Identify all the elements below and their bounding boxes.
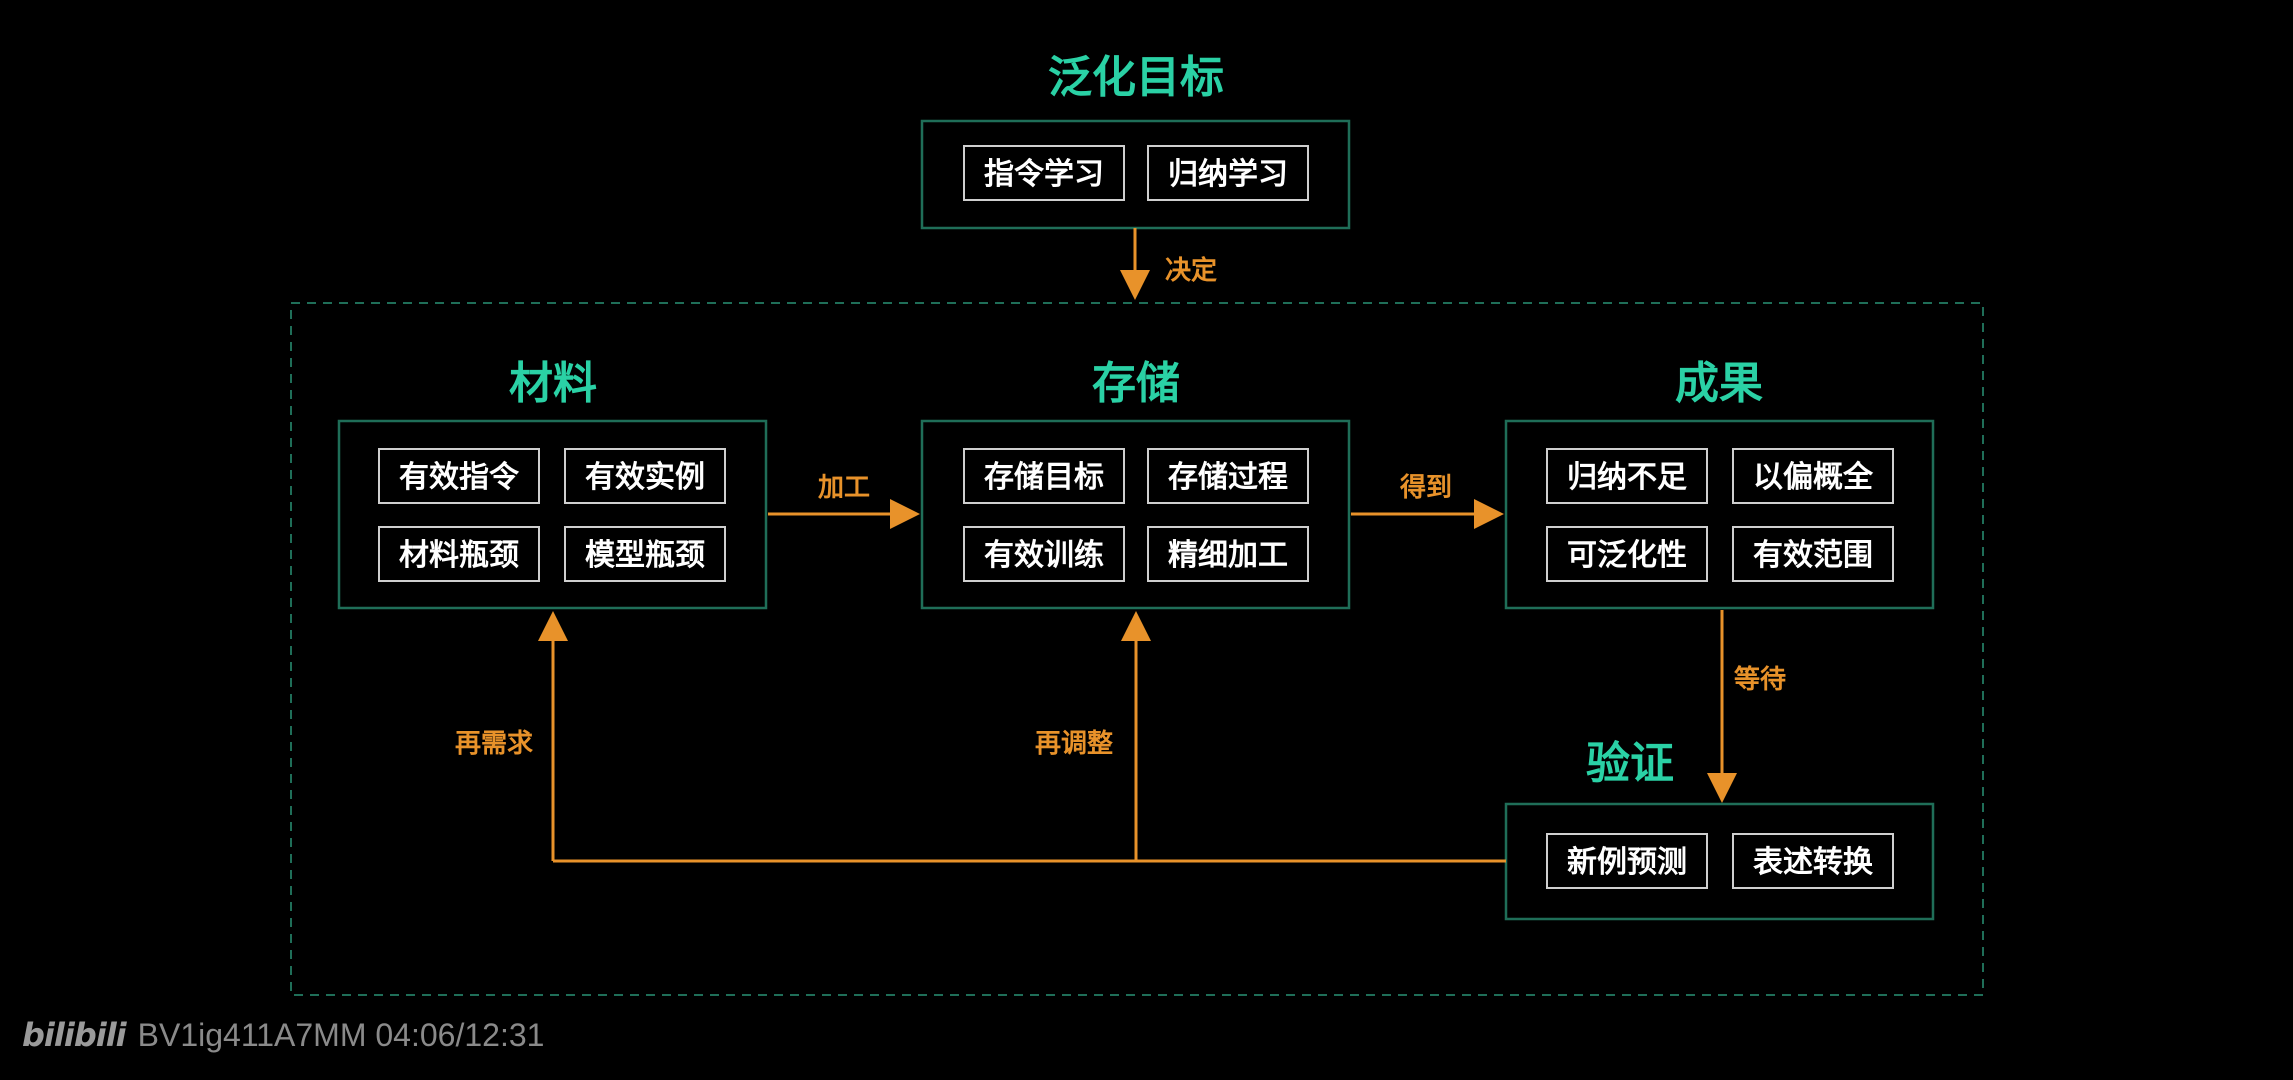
storage-chip: 存储过程: [1147, 448, 1309, 504]
wait-label: 等待: [1734, 664, 1786, 695]
material-chip-label: 模型瓶颈: [585, 538, 705, 573]
result-chip-label: 有效范围: [1753, 538, 1873, 573]
material-chip-label: 有效指令: [399, 460, 520, 495]
material-chip-label: 材料瓶颈: [399, 538, 519, 573]
re-demand-label: 再需求: [455, 729, 533, 759]
obtain-label: 得到: [1399, 473, 1452, 503]
result-chip: 有效范围: [1732, 526, 1894, 582]
storage-chip-label: 有效训练: [984, 538, 1104, 573]
storage-title: 存储: [1092, 358, 1180, 409]
video-id-timestamp: BV1ig411A7MM 04:06/12:31: [137, 1016, 545, 1053]
material-chip: 模型瓶颈: [564, 526, 726, 582]
material-chip-label: 有效实例: [585, 460, 705, 495]
material-chip: 有效指令: [378, 448, 540, 504]
result-box: [1504, 419, 1935, 610]
process-frame: [290, 302, 1984, 996]
verify-title: 验证: [1586, 738, 1674, 789]
storage-chip: 精细加工: [1147, 526, 1309, 582]
goal-chip-label: 归纳学习: [1168, 157, 1288, 192]
material-chip: 材料瓶颈: [378, 526, 540, 582]
storage-chip-label: 存储过程: [1168, 460, 1288, 495]
result-chip: 以偏概全: [1732, 448, 1894, 504]
result-title: 成果: [1675, 358, 1763, 409]
storage-chip: 有效训练: [963, 526, 1125, 582]
goal-chip: 指令学习: [963, 145, 1125, 201]
goal-chip: 归纳学习: [1147, 145, 1309, 201]
storage-box: [920, 419, 1351, 610]
video-watermark: bilibili BV1ig411A7MM 04:06/12:31: [22, 1010, 544, 1060]
storage-chip-label: 精细加工: [1168, 538, 1288, 573]
process-label: 加工: [818, 473, 870, 503]
storage-chip-label: 存储目标: [984, 460, 1104, 495]
goal-chip-label: 指令学习: [984, 157, 1104, 192]
decide-label: 决定: [1165, 255, 1217, 286]
bilibili-logo: bilibili: [22, 1016, 127, 1054]
result-chip: 归纳不足: [1546, 448, 1708, 504]
result-chip-label: 归纳不足: [1567, 460, 1687, 495]
result-chip: 可泛化性: [1546, 526, 1708, 582]
verify-chip-label: 新例预测: [1567, 845, 1687, 880]
re-adjust-label: 再调整: [1035, 728, 1113, 759]
result-chip-label: 以偏概全: [1753, 460, 1874, 495]
material-chip: 有效实例: [564, 448, 726, 504]
material-box: [337, 419, 768, 610]
result-chip-label: 可泛化性: [1567, 538, 1687, 573]
material-title: 材料: [509, 358, 597, 409]
goal-title: 泛化目标: [1048, 52, 1224, 103]
verify-chip: 表述转换: [1732, 833, 1894, 889]
verify-chip: 新例预测: [1546, 833, 1708, 889]
verify-chip-label: 表述转换: [1753, 845, 1874, 880]
storage-chip: 存储目标: [963, 448, 1125, 504]
